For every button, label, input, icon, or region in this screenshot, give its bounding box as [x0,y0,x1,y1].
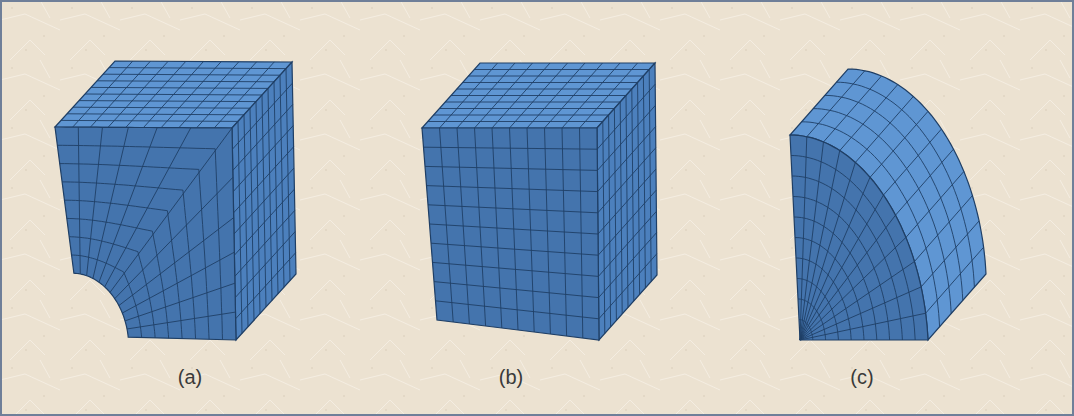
mesh-line [122,252,234,313]
mesh-line [598,211,656,276]
mesh-line [599,254,657,319]
mesh-line [598,127,656,192]
mesh-line [895,149,953,215]
mesh-line [234,147,294,213]
part-label: (c) [850,366,873,389]
mesh-line [65,200,183,338]
mesh-line [474,69,649,70]
mesh-line [424,147,598,149]
mesh-line [110,128,232,292]
mesh-line [431,243,598,255]
mesh-line [921,221,979,287]
mesh-line [62,182,196,339]
mesh-line [597,105,655,170]
mesh-line [79,101,256,102]
mesh-line [235,232,295,298]
front-face [422,128,599,340]
mesh-line [463,82,638,83]
mesh-line [436,301,599,319]
front-face [790,135,928,340]
mesh-line [67,114,244,115]
mesh-line [430,224,599,234]
mesh-line [883,129,941,195]
mesh-line [73,107,250,108]
quarter-cylinder-mesh [790,69,986,340]
mesh-line [792,176,902,340]
mesh-line [468,76,643,77]
mesh-line [598,169,656,234]
mesh-line [425,166,597,170]
mesh-line [794,217,877,340]
mesh-line [115,177,233,298]
mesh-line [823,76,881,142]
mesh-line [433,262,599,276]
mesh-line [795,238,864,341]
mesh-line [598,190,656,255]
mesh-line [434,115,609,116]
mesh-line [428,205,598,213]
mesh-line [99,128,157,283]
mesh-line [91,87,268,88]
cube-mesh [422,63,657,340]
mesh-line [69,237,155,338]
mesh-line [233,104,293,170]
mesh-line [457,89,632,90]
mesh-line [798,299,826,340]
mesh-line [234,189,294,255]
cube-with-hole-mesh [55,61,296,340]
right-face [232,62,296,340]
mesh-line [67,218,169,338]
mesh-line [235,210,295,276]
mesh-line [796,258,851,340]
mesh-line [57,145,222,339]
mesh-line [451,95,626,96]
mesh-line [103,74,280,75]
mesh-line [799,320,813,341]
mesh-line [597,84,655,149]
mesh-line [85,94,262,95]
right-face [597,63,657,340]
mesh-line [445,102,620,103]
mesh-line [234,168,294,234]
mesh-line [236,253,296,319]
mesh-line [797,279,838,341]
mesh-line [793,197,890,341]
mesh-line [233,126,293,192]
curved-face [790,69,986,340]
mesh-line [870,111,928,177]
mesh-line [428,121,603,122]
mesh-line [599,233,657,298]
mesh-line [807,71,865,137]
mesh-line [427,186,598,192]
mesh-line [232,83,292,149]
mesh-line [119,218,234,306]
mesh-line [855,96,913,162]
mesh-line [840,85,898,151]
front-face [55,127,236,340]
mesh-line [61,120,238,121]
mesh-line [109,68,286,69]
mesh-line [791,156,915,341]
mesh-line [598,148,656,213]
mesh-line [72,255,142,338]
mesh-line [97,81,274,82]
mesh-line [60,164,209,340]
part-label: (a) [178,366,202,389]
mesh-group [55,61,986,340]
part-label: (b) [499,366,523,389]
mesh-line [434,282,599,298]
mesh-line [439,108,614,109]
